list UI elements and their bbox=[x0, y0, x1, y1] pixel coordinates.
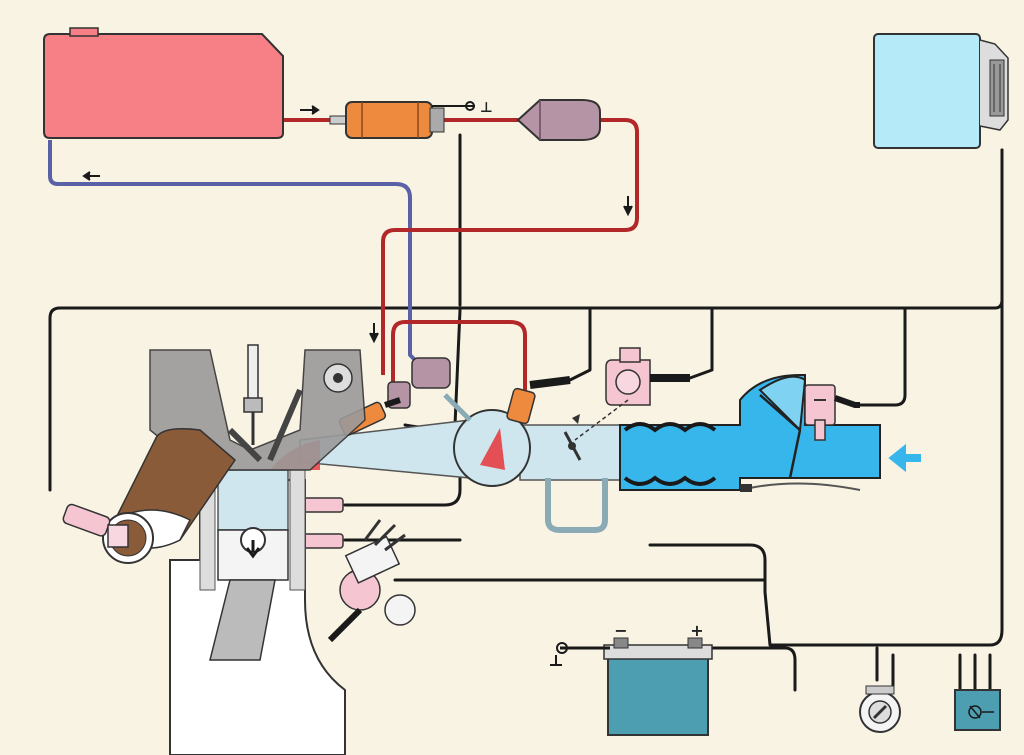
battery-plus-label: + bbox=[690, 621, 703, 640]
cold-start-valve bbox=[506, 376, 571, 425]
arrow-down bbox=[623, 196, 633, 217]
fuel-pump: ⊥ bbox=[329, 100, 493, 139]
arrow-down bbox=[369, 323, 379, 344]
battery-minus-label: − bbox=[614, 621, 627, 640]
flow-arrows bbox=[82, 105, 633, 344]
arrow-right bbox=[300, 105, 320, 115]
fuel-return-line bbox=[48, 140, 422, 367]
engine-cylinder bbox=[169, 469, 346, 755]
lambda-sensor-icon bbox=[62, 503, 129, 548]
relay-icon bbox=[954, 689, 1001, 731]
battery-icon: − + bbox=[550, 621, 713, 736]
temperature-sensor-icon bbox=[302, 497, 344, 549]
cold-start-spray bbox=[480, 428, 505, 470]
throttle-body bbox=[519, 414, 621, 533]
electronic-control-unit bbox=[873, 33, 1009, 149]
air-flow-meter bbox=[619, 374, 921, 492]
fuel-supply-line bbox=[283, 118, 639, 392]
exhaust-manifold bbox=[102, 428, 236, 564]
arrow-left bbox=[82, 171, 100, 181]
throttle-switch-icon bbox=[574, 347, 690, 441]
distributor-icon bbox=[327, 519, 416, 643]
fuel-tank bbox=[43, 27, 284, 139]
ground-symbol: ⊥ bbox=[480, 100, 493, 116]
ignition-switch-icon bbox=[859, 685, 901, 733]
arrow-down bbox=[245, 540, 261, 559]
plenum-chamber bbox=[453, 409, 531, 487]
air-flow-sensor-potentiometer bbox=[804, 384, 860, 441]
combustion-chamber bbox=[217, 469, 289, 531]
arrow-left-intake bbox=[888, 443, 921, 473]
fuel-filter bbox=[516, 99, 601, 141]
ground-icon bbox=[465, 101, 475, 111]
battery-ground-icon bbox=[550, 655, 562, 666]
spark-plug-icon bbox=[243, 344, 263, 445]
